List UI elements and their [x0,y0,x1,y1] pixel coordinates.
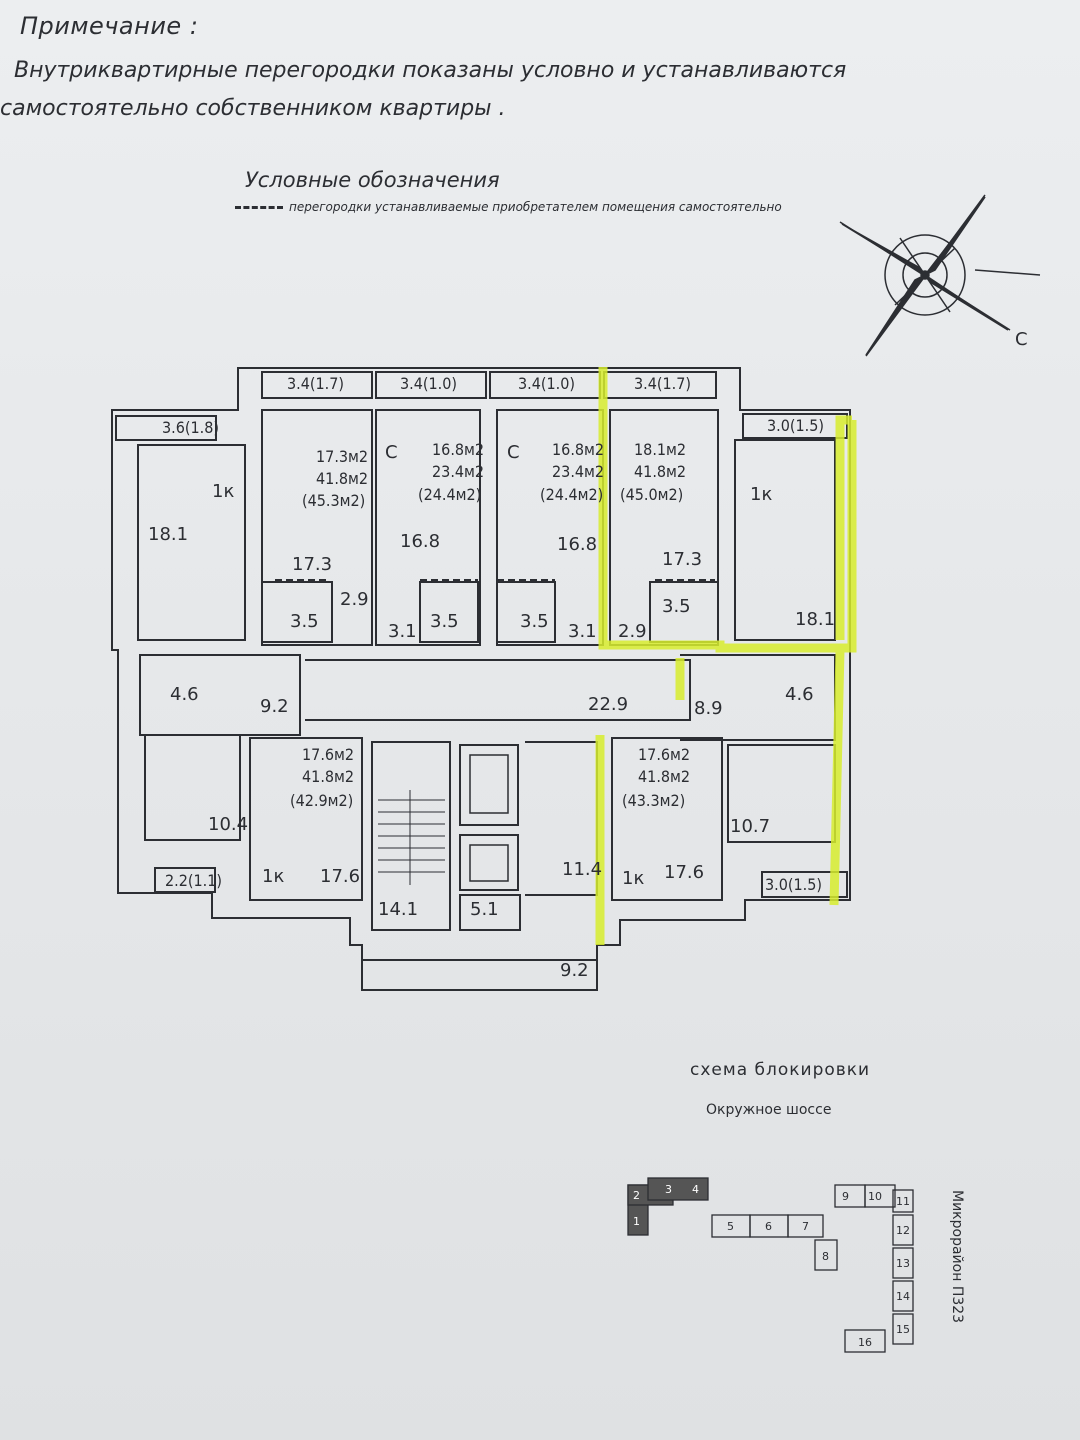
block-number: 6 [765,1220,772,1233]
block-number: 9 [842,1190,849,1203]
block-number: 7 [802,1220,809,1233]
apartment-living-area: 18.1м2 [634,440,686,459]
block-number: 12 [896,1224,910,1237]
bath-area: 4.6 [785,684,814,705]
vestibule-area: 9.2 [560,960,589,981]
apartment-living-area: 17.3м2 [316,447,368,466]
hall-area: 9.2 [260,696,289,717]
kitchen-area: 10.7 [730,816,770,837]
apartment-living-area: 17.6м2 [638,745,690,764]
bath-area: 3.5 [430,611,459,632]
apartment-total-area: 23.4м2 [432,462,484,481]
balcony-label: 3.4(1.7) [287,374,344,393]
hall-area: 3.1 [568,621,597,642]
apartment-type: 1к [750,484,772,505]
balcony-label: 2.2(1.1) [165,871,222,890]
apartment-total-area: 41.8м2 [634,462,686,481]
room-area: 17.3 [292,554,332,575]
legend-item: перегородки устанавливаемые приобретател… [235,200,782,214]
balcony-label: 3.0(1.5) [765,875,822,894]
apartment-total-area: 41.8м2 [316,469,368,488]
note-title: Примечание : [20,12,199,40]
apartment-total-area: 41.8м2 [638,767,690,786]
block-number: 14 [896,1290,910,1303]
legend-title: Условные обозначения [245,168,500,192]
room-area: 17.3 [662,549,702,570]
bath-area: 3.5 [662,596,691,617]
block-number: 3 [665,1183,672,1196]
corridor-area: 22.9 [588,694,628,715]
balcony-label: 3.0(1.5) [767,416,824,435]
block-number: 13 [896,1257,910,1270]
highlight-outline [595,367,857,945]
hall-area: 2.9 [340,589,369,610]
block-number: 10 [868,1190,882,1203]
apartment-type: С [507,442,520,463]
block-number: 5 [727,1220,734,1233]
apartment-area-with-balcony: (24.4м2) [418,485,481,504]
apartment-living-area: 16.8м2 [432,440,484,459]
bath-area: 3.5 [290,611,319,632]
dashed-partitions [145,579,835,741]
stair-area: 14.1 [378,899,418,920]
apartment-area-with-balcony: (43.3м2) [622,791,685,810]
balcony-label: 3.4(1.0) [400,374,457,393]
blocking-scheme [627,1177,914,1353]
apartment-type: С [385,442,398,463]
block-number: 15 [896,1323,910,1336]
bath-area: 4.6 [170,684,199,705]
scheme-side-label: Микрорайон П323 [949,1190,965,1324]
kitchen-area: 10.4 [208,814,248,835]
scheme-road-label: Окружное шоссе [706,1102,832,1118]
apartment-total-area: 23.4м2 [552,462,604,481]
block-number: 2 [633,1189,640,1202]
scheme-title: схема блокировки [690,1060,871,1080]
apartment-type: 1к [212,481,234,502]
room-area: 18.1 [148,524,188,545]
legend-item-text: перегородки устанавливаемые приобретател… [289,200,782,214]
service-room-area: 5.1 [470,899,499,920]
room-area: 16.8 [557,534,597,555]
room-area: 17.6 [320,866,360,887]
note-line-2: самостоятельно собственником квартиры . [0,96,506,121]
apartment-area-with-balcony: (45.0м2) [620,485,683,504]
room-area: 18.1 [795,609,835,630]
compass-rose-icon [839,194,1041,357]
apartment-area-with-balcony: (42.9м2) [290,791,353,810]
apartment-type: 1к [622,868,644,889]
dashed-line-icon [235,206,283,209]
apartment-area-with-balcony: (24.4м2) [540,485,603,504]
block-number: 1 [633,1215,640,1228]
room-area: 17.6 [664,862,704,883]
bath-area: 3.5 [520,611,549,632]
hall-area: 3.1 [388,621,417,642]
balcony-label: 3.6(1.8) [162,418,219,437]
block-number: 4 [692,1183,699,1196]
block-number: 8 [822,1250,829,1263]
block-number: 16 [858,1336,872,1349]
apartment-area-with-balcony: (45.3м2) [302,491,365,510]
balcony-label: 3.4(1.7) [634,374,691,393]
apartment-living-area: 16.8м2 [552,440,604,459]
room-area: 16.8 [400,531,440,552]
note-line-1: Внутриквартирные перегородки показаны ус… [14,58,847,83]
hall-area: 8.9 [694,698,723,719]
apartment-type: 1к [262,866,284,887]
lift-hall-area: 11.4 [562,859,602,880]
hall-area: 2.9 [618,621,647,642]
apartment-total-area: 41.8м2 [302,767,354,786]
balcony-label: 3.4(1.0) [518,374,575,393]
compass-north-label: С [1015,329,1028,350]
apartment-living-area: 17.6м2 [302,745,354,764]
block-number: 11 [896,1195,910,1208]
